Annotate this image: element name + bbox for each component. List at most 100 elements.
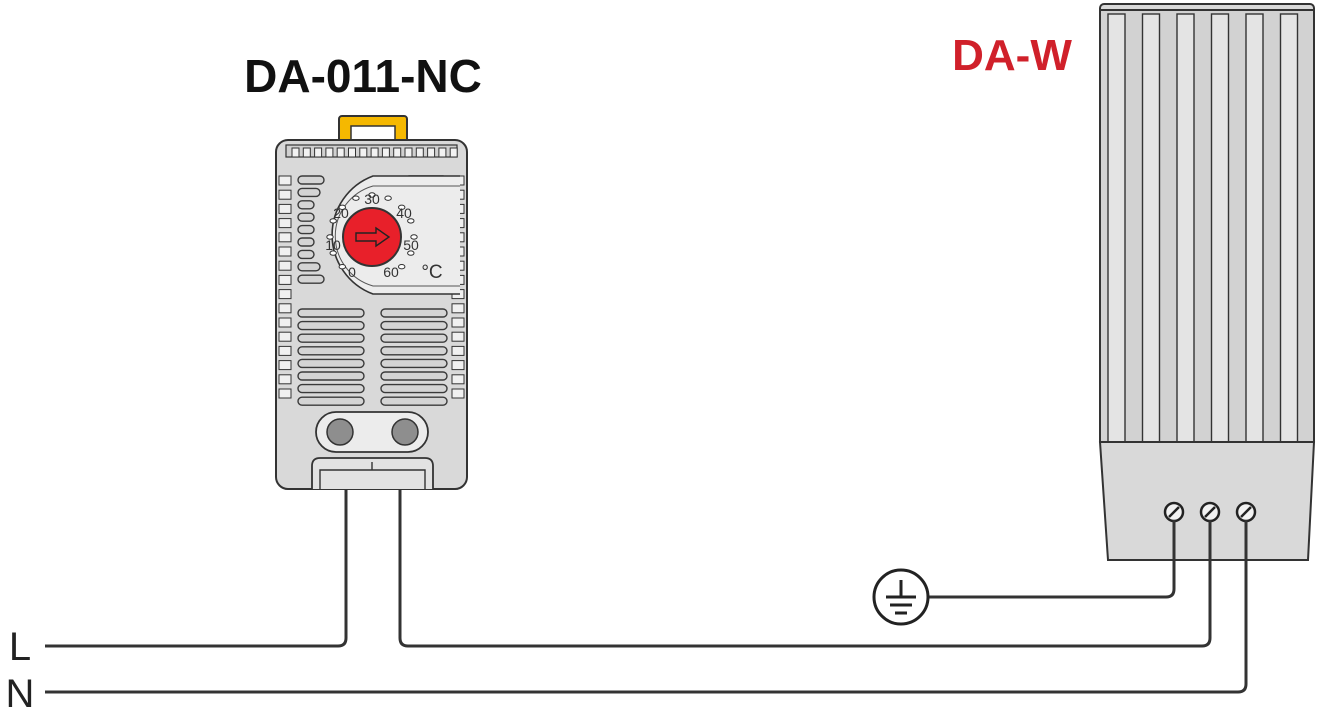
top-rib (438, 147, 447, 158)
vent-slot (380, 346, 448, 356)
side-rib-right (451, 374, 465, 385)
side-rib-left (278, 203, 292, 214)
vent-slot-short (297, 200, 315, 210)
heater-fin (1107, 13, 1126, 443)
side-rib-left (278, 345, 292, 356)
scale-dot (398, 204, 406, 211)
top-rib (291, 147, 300, 158)
neutral-label: N (6, 672, 35, 712)
side-rib-left (278, 317, 292, 328)
side-rib-left (278, 246, 292, 257)
top-vent-ribs (285, 144, 458, 158)
scale-label-50: 50 (403, 237, 419, 253)
scale-dot (384, 195, 392, 201)
vent-slot (297, 320, 365, 331)
scale-dot (368, 192, 376, 198)
vent-slot-short (297, 249, 315, 260)
heater-title: DA-W (952, 31, 1072, 80)
scale-label-40: 40 (396, 205, 412, 221)
bottom-clip (311, 457, 434, 489)
heater-fin-body (1099, 9, 1315, 443)
top-rib (359, 147, 368, 158)
vent-slot-short (297, 187, 321, 198)
vent-slot (380, 396, 448, 406)
top-rib (381, 147, 390, 158)
scale-label-60: 60 (383, 264, 399, 280)
side-rib-left (278, 260, 292, 271)
ground-icon (872, 568, 930, 626)
scale-dot (329, 218, 337, 224)
top-rib (336, 147, 345, 158)
top-rib (427, 147, 436, 158)
vent-slot (297, 346, 365, 356)
vent-slot-short (297, 237, 315, 247)
top-rib (348, 147, 356, 158)
terminal-screw-right (391, 418, 419, 446)
scale-dot (398, 264, 406, 270)
top-rib (404, 147, 413, 158)
top-rib (370, 147, 379, 158)
side-rib-right (451, 317, 465, 328)
heater-base (1098, 441, 1316, 561)
scale-dot (407, 218, 415, 224)
top-rib (393, 147, 402, 158)
top-rib (415, 147, 424, 158)
side-rib-left (278, 360, 292, 371)
side-rib-right (451, 345, 465, 356)
top-rib (314, 147, 323, 158)
scale-dot (338, 204, 346, 211)
side-rib-left (278, 331, 292, 342)
right-vent-slots (380, 308, 448, 406)
dial-scale-dots (326, 192, 418, 270)
scale-label-20: 20 (333, 205, 349, 221)
side-rib-left (278, 374, 292, 385)
heater-fin (1176, 13, 1195, 443)
scale-label-10: 10 (325, 237, 341, 253)
heater-fin (1210, 13, 1230, 443)
scale-dot (338, 264, 346, 270)
vent-slot (380, 320, 448, 331)
side-rib-left (278, 189, 292, 200)
top-rib (325, 147, 334, 158)
side-rib-left (278, 232, 292, 243)
left-vent-slots (297, 308, 365, 406)
heater-terminals (1163, 501, 1257, 523)
vent-slot (297, 396, 365, 406)
wire-ground-to-heater (928, 520, 1176, 599)
arrow-right-icon (355, 226, 391, 248)
thermostat-title: DA-011-NC (244, 50, 482, 102)
scale-label-30: 30 (364, 191, 380, 207)
top-rib (302, 147, 311, 158)
scale-label-0: 0 (348, 264, 356, 280)
temperature-unit: °C (421, 262, 442, 283)
heater-fin (1245, 13, 1264, 443)
vent-slot-short (297, 175, 325, 185)
side-rib-left (278, 274, 292, 285)
vent-slot (380, 383, 448, 394)
thermostat: 0 10 20 30 40 50 60 °C (275, 115, 468, 490)
side-rib-left (278, 388, 292, 399)
wire-neutral-to-heater (45, 520, 1248, 694)
terminal-screw-left (326, 418, 354, 446)
side-rib-left (278, 175, 292, 186)
vent-slot-short (297, 212, 315, 222)
vent-slot (297, 383, 365, 394)
vent-slot (380, 358, 448, 369)
vent-slot (380, 333, 448, 343)
vent-slot-short (297, 274, 325, 284)
wire-live-to-thermostat (45, 489, 348, 648)
scale-dot (352, 195, 360, 201)
terminal-screw-slot (1240, 506, 1252, 518)
side-rib-left (278, 289, 292, 300)
scale-dot (329, 250, 337, 256)
vent-slot (297, 371, 365, 381)
heater (1098, 3, 1316, 561)
heater-fin (1279, 13, 1299, 443)
dial-panel-inner (334, 185, 460, 287)
wire-thermostat-to-heater (398, 489, 1212, 648)
scale-dot (326, 234, 334, 240)
vent-slot-short (297, 224, 315, 235)
top-rib (449, 147, 458, 158)
side-rib-right (451, 331, 465, 342)
